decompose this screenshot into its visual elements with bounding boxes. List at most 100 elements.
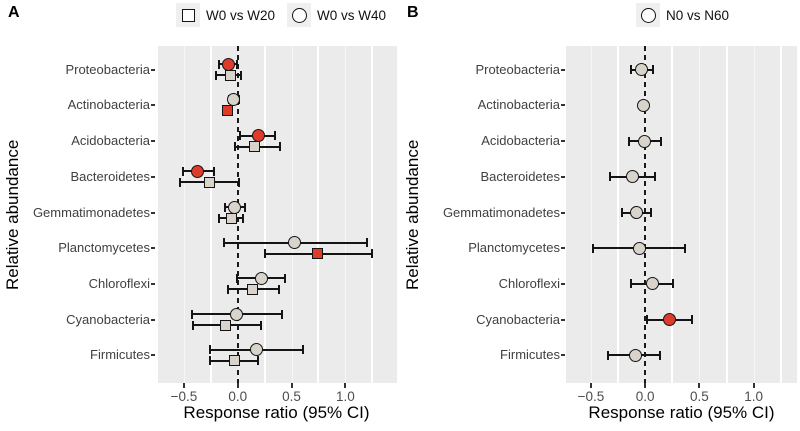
- gridline-minor: [617, 46, 620, 383]
- y-category-label-proteobacteria: Proteobacteria: [65, 61, 150, 77]
- error-bar-cap: [190, 309, 193, 319]
- y-axis-tick: [561, 318, 565, 321]
- error-bar-cap: [235, 273, 238, 283]
- y-axis-tick: [151, 354, 155, 357]
- y-category-label-firmicutes: Firmicutes: [500, 347, 560, 363]
- y-axis-tick: [151, 282, 155, 285]
- gridline-major: [291, 46, 293, 383]
- marker-circle-gemmatimonadetes: [629, 206, 643, 219]
- gridline-minor: [156, 46, 159, 383]
- error-bar-cap: [609, 172, 612, 182]
- y-axis-tick: [561, 104, 565, 107]
- error-bar-cap: [238, 131, 241, 141]
- error-bar-cap: [222, 238, 225, 248]
- gridline-minor: [209, 46, 212, 383]
- error-bar-cap: [649, 208, 652, 217]
- gridline-major: [345, 46, 347, 383]
- error-bar-cap: [242, 213, 245, 223]
- error-bar-cap: [244, 202, 247, 212]
- marker-square-actinobacteria: [221, 105, 233, 117]
- error-bar-cap: [627, 136, 630, 146]
- y-category-label-planctomycetes: Planctomycetes: [58, 240, 150, 256]
- marker-square-planctomycetes: [311, 248, 323, 260]
- error-bar-cap: [592, 243, 595, 253]
- circle-marker-icon: [640, 7, 656, 23]
- y-category-label-chloroflexi: Chloroflexi: [88, 275, 150, 291]
- y-axis-tick: [151, 318, 155, 321]
- gridline-minor: [371, 46, 374, 383]
- marker-circle-cyanobacteria: [662, 313, 676, 327]
- panel-b-plot-area: [566, 46, 797, 383]
- marker-circle-cyanobacteria: [230, 307, 244, 321]
- marker-circle-proteobacteria: [635, 63, 649, 77]
- panel-a-letter: A: [8, 4, 20, 21]
- zero-reference-line: [644, 46, 647, 383]
- x-axis-tick: [752, 383, 755, 388]
- legend-item-w0-vs-w20: W0 vs W20: [176, 3, 275, 27]
- legend-key: [287, 3, 312, 27]
- x-axis-tick: [290, 383, 293, 388]
- gridline-minor: [725, 46, 728, 383]
- y-category-label-actinobacteria: Actinobacteria: [67, 97, 150, 113]
- error-bar-cap: [178, 177, 181, 187]
- marker-square-bacteroidetes: [204, 176, 216, 188]
- marker-circle-bacteroidetes: [191, 164, 205, 178]
- error-bar-cap: [263, 249, 266, 259]
- y-axis-tick: [561, 175, 565, 178]
- y-category-label-firmicutes: Firmicutes: [90, 347, 150, 363]
- y-axis-tick: [151, 175, 155, 178]
- error-bar-cap: [181, 166, 184, 176]
- x-axis-tick: [344, 383, 347, 388]
- x-tick-label: 1.0: [335, 389, 355, 404]
- marker-circle-acidobacteria: [251, 129, 265, 143]
- legend-label: W0 vs W20: [206, 7, 276, 23]
- x-axis-tick: [698, 383, 701, 388]
- x-tick-label: −0.5: [170, 389, 198, 404]
- error-bar-cap: [646, 315, 649, 325]
- error-bar-cap: [280, 309, 283, 319]
- y-axis-tick: [561, 140, 565, 143]
- gridline-major: [753, 46, 755, 383]
- x-axis-tick: [236, 383, 239, 388]
- error-bar-cap: [630, 279, 633, 289]
- error-bar-cap: [213, 166, 216, 176]
- legend-panel-b: N0 vs N60: [636, 2, 729, 28]
- error-bar-cap: [208, 345, 211, 355]
- legend-key: [176, 3, 200, 27]
- x-tick-label: 0.5: [282, 389, 301, 404]
- marker-circle-planctomycetes: [633, 241, 647, 255]
- marker-circle-planctomycetes: [288, 236, 302, 250]
- error-bar-cap: [302, 345, 305, 355]
- y-axis-tick: [151, 140, 155, 143]
- error-bar-cap: [208, 356, 211, 366]
- error-bar-cap: [218, 213, 221, 223]
- gridline-major: [699, 46, 701, 383]
- panel-b-x-axis-title: Response ratio (95% CI): [588, 403, 775, 422]
- square-marker-icon: [181, 8, 195, 22]
- error-bar-cap: [653, 172, 656, 182]
- marker-square-acidobacteria: [249, 141, 261, 153]
- panel-b-letter: B: [407, 4, 419, 21]
- error-bar-cap: [659, 350, 662, 360]
- y-category-label-cyanobacteria: Cyanobacteria: [476, 311, 560, 327]
- x-tick-label: 0.0: [228, 389, 248, 404]
- y-category-label-proteobacteria: Proteobacteria: [475, 61, 560, 77]
- marker-circle-actinobacteria: [226, 93, 240, 107]
- error-bar-cap: [218, 59, 221, 69]
- circle-marker-icon: [291, 7, 307, 23]
- y-category-label-chloroflexi: Chloroflexi: [498, 275, 560, 291]
- gridline-major: [183, 46, 185, 383]
- error-bar-cap: [235, 59, 238, 69]
- marker-circle-proteobacteria: [221, 57, 235, 71]
- error-bar-cap: [277, 284, 280, 294]
- error-bar-cap: [690, 315, 693, 325]
- y-category-label-gemmatimonadetes: Gemmatimonadetes: [32, 204, 150, 220]
- legend-item-n0-vs-n60: N0 vs N60: [636, 3, 729, 27]
- y-category-label-acidobacteria: Acidobacteria: [481, 133, 560, 149]
- error-bar-cap: [672, 279, 675, 289]
- zero-reference-line: [236, 46, 239, 383]
- marker-circle-acidobacteria: [637, 134, 651, 148]
- y-category-label-planctomycetes: Planctomycetes: [468, 240, 560, 256]
- x-tick-label: 0.5: [690, 389, 709, 404]
